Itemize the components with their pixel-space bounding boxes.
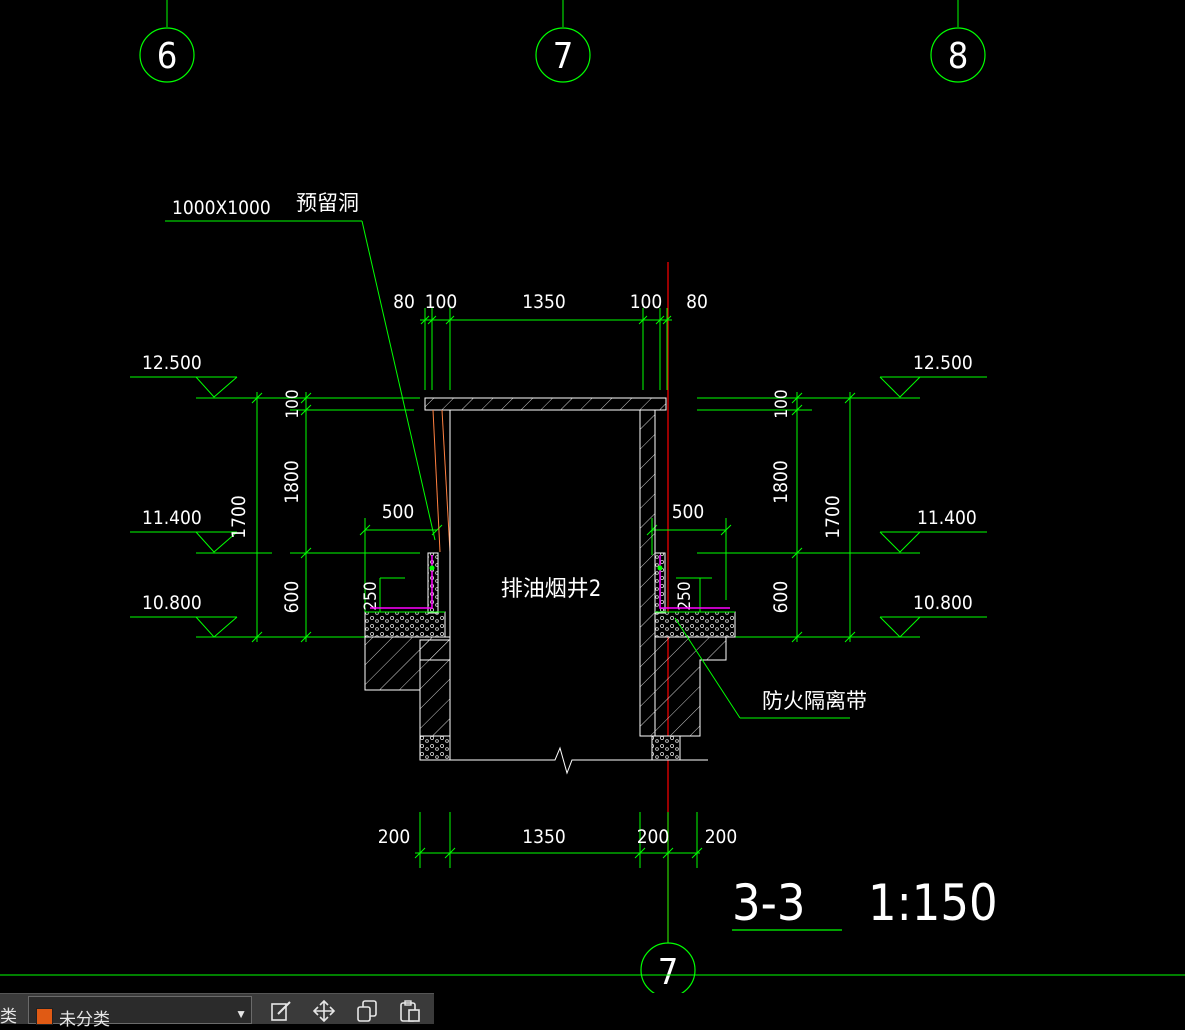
fire-band-leader <box>674 617 850 719</box>
grid-label-6: 6 <box>157 36 178 77</box>
bottom-dim-200-left: 200 <box>378 826 411 848</box>
grid-label-7: 7 <box>553 36 574 77</box>
left-vertical-dims <box>251 392 420 643</box>
bottom-dimension-chain <box>414 812 703 868</box>
left-width-dim-500: 500 <box>382 501 415 523</box>
layer-name: 未分类 <box>59 1010 110 1030</box>
top-dim-80-left: 80 <box>393 291 415 313</box>
top-dim-100-right: 100 <box>630 291 663 313</box>
grid-axis-7-top: 7 <box>535 0 591 83</box>
opening-leader: 1000X1000 预留洞 <box>165 191 436 541</box>
right-dim-1800: 1800 <box>770 460 792 504</box>
paste-icon <box>400 1000 420 1022</box>
elev-12500-right: 12.500 <box>913 352 973 374</box>
section-title: 3-3 <box>732 874 805 932</box>
grid-axis-6: 6 <box>139 0 195 83</box>
opening-size-text: 1000X1000 <box>172 197 271 219</box>
right-dim-600: 600 <box>770 581 792 614</box>
fire-band-label: 防火隔离带 <box>762 689 867 713</box>
left-dim-600: 600 <box>281 581 303 614</box>
grid-label-7-bottom: 7 <box>658 952 679 993</box>
bottom-dim-200-right: 200 <box>705 826 738 848</box>
layer-dropdown[interactable]: 未分类 ▼ <box>28 996 252 1030</box>
shaft-label: 排油烟井2 <box>501 577 602 602</box>
right-vertical-dims <box>697 392 856 643</box>
move-icon <box>312 999 336 1023</box>
opening-label-text: 预留洞 <box>296 191 359 215</box>
right-dim-100: 100 <box>772 389 792 418</box>
right-width-dim-500: 500 <box>672 501 705 523</box>
right-step-dim-250: 250 <box>675 581 695 610</box>
break-line <box>420 746 708 775</box>
shaft-walls <box>364 409 727 761</box>
bottom-dim-1350: 1350 <box>522 826 566 848</box>
left-dim-1700: 1700 <box>228 495 250 539</box>
move-button[interactable] <box>311 998 337 1024</box>
top-dimension-chain <box>420 308 672 390</box>
layer-toolbar: 类 未分类 ▼ <box>0 993 434 1030</box>
reserved-opening <box>432 409 451 553</box>
left-dim-1800: 1800 <box>281 460 303 504</box>
left-step-dim-250: 250 <box>361 581 381 610</box>
category-label: 类 <box>0 1007 17 1027</box>
copy-button[interactable] <box>354 998 380 1024</box>
top-dim-80-right: 80 <box>686 291 708 313</box>
elev-11400-right: 11.400 <box>917 507 977 529</box>
top-dim-100-left: 100 <box>425 291 458 313</box>
section-scale: 1:150 <box>868 874 998 932</box>
grid-label-8: 8 <box>948 36 969 77</box>
copy-icon <box>357 1000 377 1022</box>
elev-10800-right: 10.800 <box>913 592 973 614</box>
elev-11400-left: 11.400 <box>142 507 202 529</box>
right-roof-buildup <box>654 552 736 638</box>
paste-button[interactable] <box>397 998 423 1024</box>
elev-12500-left: 12.500 <box>142 352 202 374</box>
grid-axis-8: 8 <box>930 0 986 83</box>
bottom-dim-200-mid: 200 <box>637 826 670 848</box>
shaft-roof-slab <box>424 397 667 411</box>
left-roof-buildup <box>364 552 446 638</box>
top-dim-1350: 1350 <box>522 291 566 313</box>
edit-button[interactable] <box>268 998 294 1024</box>
chevron-down-icon: ▼ <box>235 1007 247 1021</box>
layer-color-swatch <box>36 1008 53 1025</box>
edit-icon <box>271 1001 291 1021</box>
right-dim-1700: 1700 <box>822 495 844 539</box>
left-dim-100: 100 <box>283 389 303 418</box>
cad-drawing-canvas[interactable]: 6 7 8 7 1000X1000 预留洞 80 <box>0 0 1185 993</box>
elev-10800-left: 10.800 <box>142 592 202 614</box>
